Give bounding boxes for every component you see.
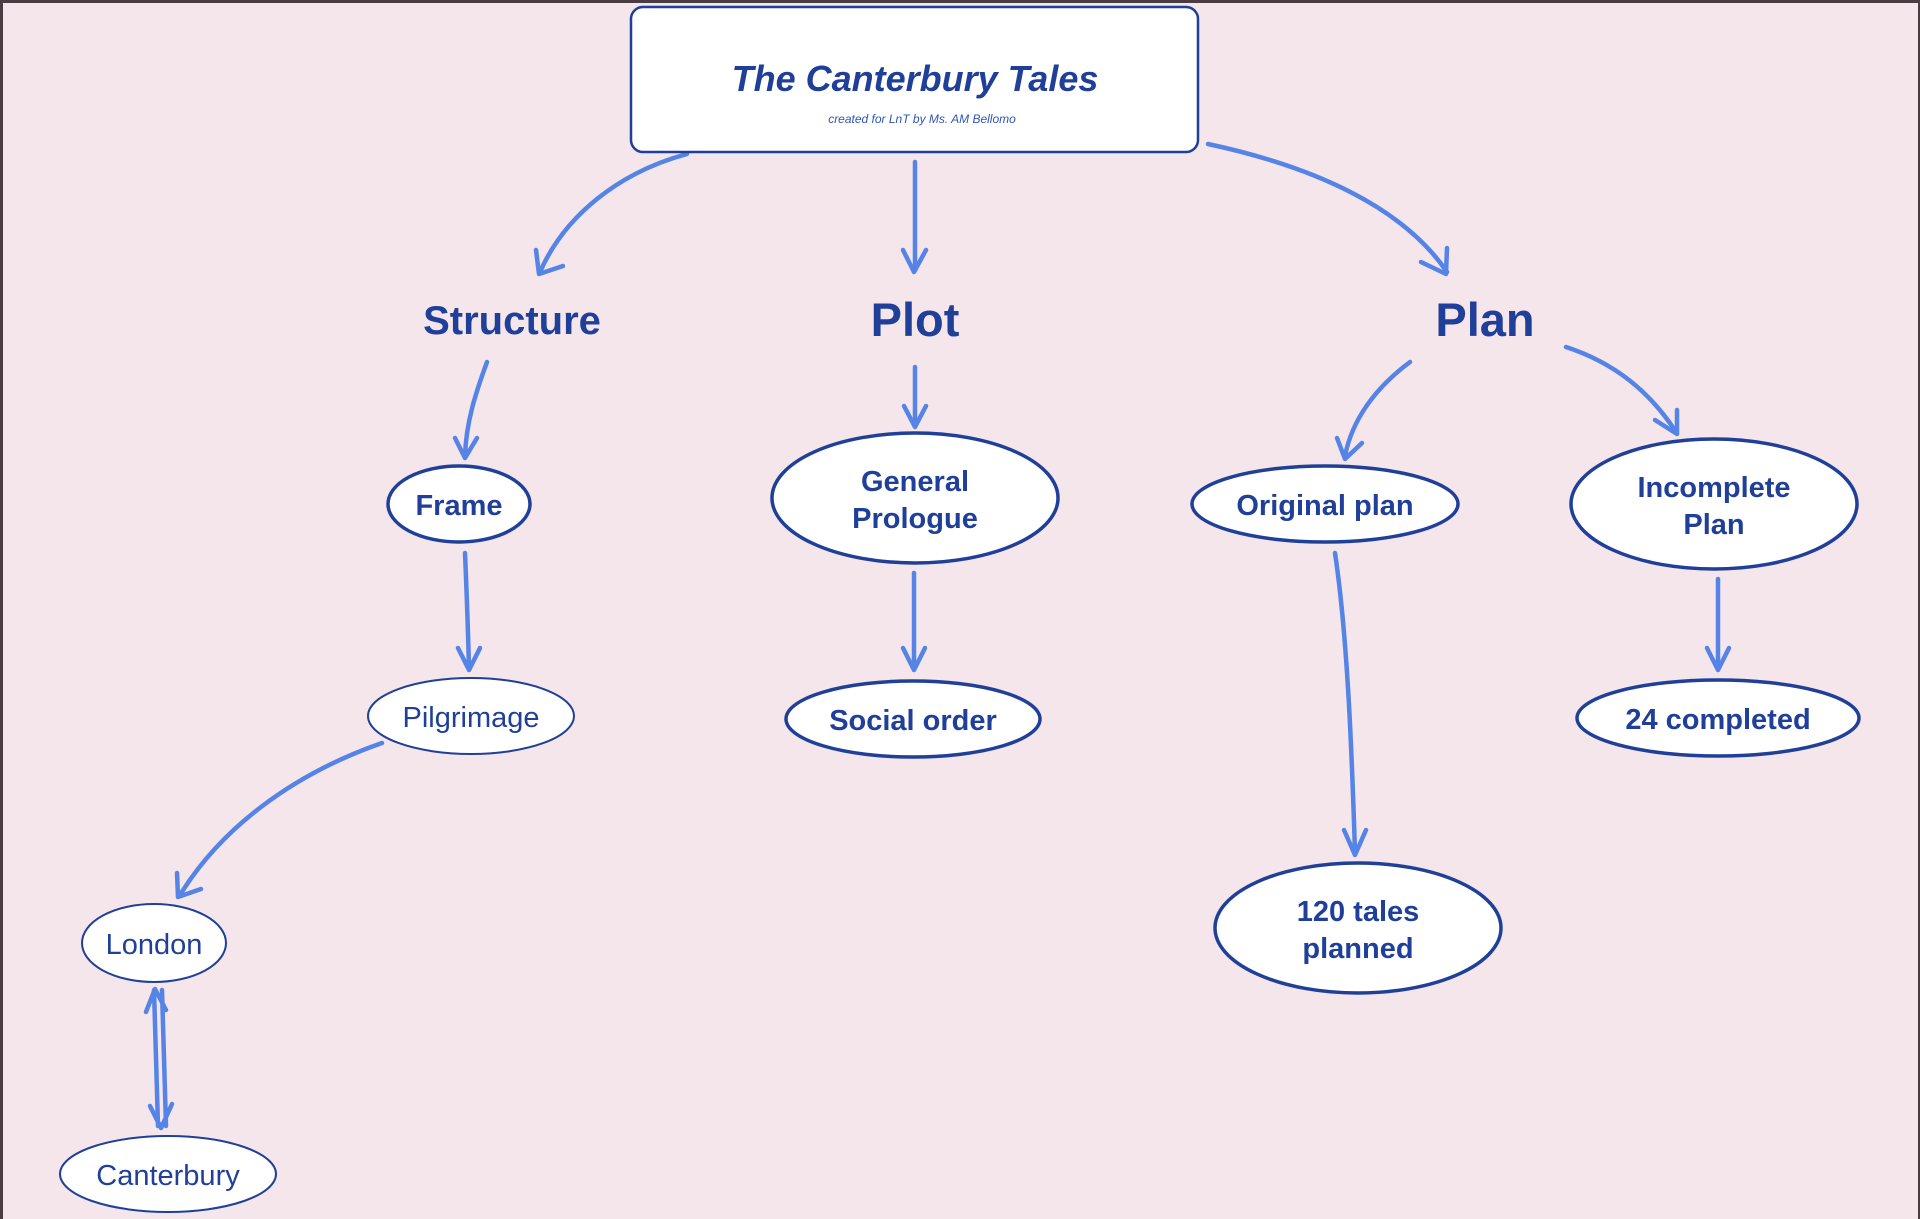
node-shape [1575, 678, 1861, 758]
node-label-line-1: Incomplete [1637, 472, 1790, 504]
node-pilgrimage[interactable]: Pilgrimage [367, 677, 575, 755]
edge-title-plan [1205, 141, 1450, 277]
title-text: The Canterbury Tales [732, 58, 1099, 99]
topic-structure[interactable]: Structure [423, 299, 601, 343]
title-box [629, 5, 1200, 154]
edge-plot-general-prologue [901, 364, 929, 430]
node-label: Social order [829, 705, 997, 737]
topic-plot[interactable]: Plot [871, 293, 960, 346]
node-label: London [106, 929, 203, 961]
topic-plan[interactable]: Plan [1435, 293, 1534, 346]
node-120-tales-planned[interactable]: 120 tales planned [1213, 861, 1503, 995]
subtitle-text: created for LnT by Ms. AM Bellomo [828, 112, 1016, 126]
node-label: Original plan [1236, 490, 1413, 522]
node-label-line-1: General [861, 466, 969, 498]
node-label-line-2: Plan [1683, 509, 1744, 541]
node-shape [770, 431, 1060, 565]
node-london[interactable]: London [81, 903, 227, 983]
edge-original-plan-tales-planned [1332, 550, 1369, 858]
node-label: Pilgrimage [403, 702, 540, 734]
node-incomplete-plan[interactable]: Incomplete Plan [1569, 437, 1859, 571]
node-shape [1190, 464, 1460, 544]
edge-title-plot [900, 159, 929, 275]
title-node[interactable]: The Canterbury Tales created for LnT by … [629, 5, 1200, 154]
node-label-line-2: planned [1302, 933, 1413, 965]
node-label: Canterbury [96, 1160, 240, 1192]
node-shape [1213, 861, 1503, 995]
node-shape [59, 1135, 277, 1213]
edge-title-structure [533, 151, 690, 277]
edge-plan-incomplete-plan [1563, 344, 1680, 437]
node-frame[interactable]: Frame [386, 464, 532, 544]
node-canterbury[interactable]: Canterbury [59, 1135, 277, 1213]
node-label-line-2: Prologue [852, 503, 978, 535]
edge-general-prologue-social-order [900, 570, 928, 673]
edges [143, 141, 1732, 1131]
node-label: 24 completed [1625, 704, 1810, 736]
edge-incomplete-plan-completed [1704, 576, 1732, 673]
edge-pilgrimage-london [174, 740, 385, 900]
node-general-prologue[interactable]: General Prologue [770, 431, 1060, 565]
node-24-completed[interactable]: 24 completed [1575, 678, 1861, 758]
node-shape [367, 677, 575, 755]
node-shape [386, 464, 532, 544]
edge-london-canterbury [143, 986, 175, 1131]
edge-frame-pilgrimage [455, 550, 483, 673]
node-label-line-1: 120 tales [1297, 896, 1420, 928]
node-shape [784, 679, 1042, 759]
edge-plan-original-plan [1334, 359, 1413, 462]
node-shape [81, 903, 227, 983]
node-shape [1569, 437, 1859, 571]
node-label: Frame [415, 490, 502, 522]
edge-structure-frame [452, 359, 490, 461]
node-social-order[interactable]: Social order [784, 679, 1042, 759]
node-original-plan[interactable]: Original plan [1190, 464, 1460, 544]
